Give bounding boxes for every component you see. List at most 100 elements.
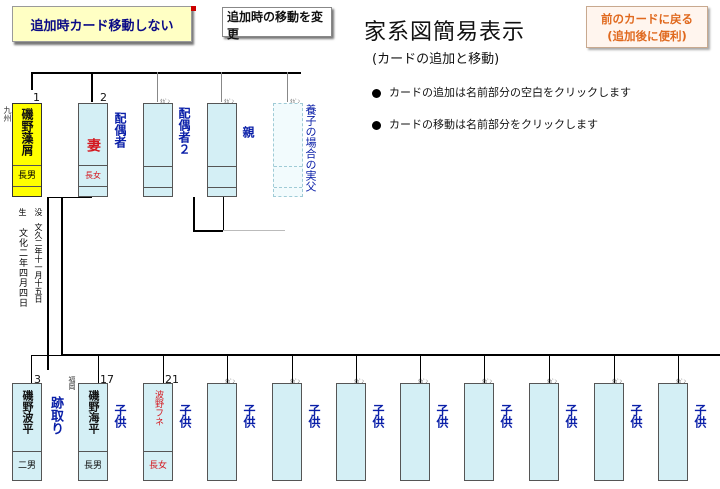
child-rank: [530, 452, 558, 480]
connector-main-down: [47, 197, 49, 370]
change-move-button[interactable]: 追加時の移動を変更: [222, 7, 332, 41]
back-to-previous-card-button[interactable]: 前のカードに戻る (追加後に便利): [586, 6, 708, 48]
page-subtitle: (カードの追加と移動): [372, 52, 500, 67]
connector-left-drop: [31, 72, 33, 90]
no-move-on-add-button[interactable]: 追加時カード移動しない: [12, 6, 192, 42]
connector-child-drop: [292, 355, 293, 383]
child-card[interactable]: [658, 383, 688, 481]
adopted-father-tag: ﾀｶﾞﾝ: [290, 99, 301, 105]
adopted-father-spacer: [274, 188, 302, 198]
child-rank: 長女: [148, 461, 167, 471]
child-role-label: 子供: [693, 404, 707, 428]
death-date: 文久二年十一月十五日: [34, 223, 43, 303]
child-card[interactable]: [529, 383, 559, 481]
child-tag: ﾀｶﾞﾝ: [290, 379, 301, 385]
child-tag: ﾀｶﾞﾝ: [225, 379, 236, 385]
child-card[interactable]: 磯野波平二男: [12, 383, 42, 481]
adopted-father-rank-slot: [274, 167, 302, 188]
adopted-father-role-label: 養子の場合の実父: [304, 104, 317, 192]
main-person-rank: 長男: [13, 166, 41, 187]
adopted-father-name-slot[interactable]: [274, 104, 302, 167]
child-card[interactable]: [400, 383, 430, 481]
main-person-name[interactable]: 磯野藻屑: [13, 104, 41, 166]
spouse2-name-slot[interactable]: [144, 104, 172, 167]
back-line2: (追加後に便利): [607, 29, 687, 43]
connector-spouse-down: [61, 197, 63, 355]
child-number: 17: [100, 373, 114, 386]
birth-label: 生: [18, 208, 27, 216]
connector-parent-down: [223, 197, 224, 231]
connector-father-right: [223, 230, 285, 231]
adopted-father-card[interactable]: [273, 103, 303, 197]
child-card[interactable]: [207, 383, 237, 481]
child-tag: ﾀｶﾞﾝ: [676, 379, 687, 385]
child-role-label: 跡取り: [48, 396, 63, 435]
child-tag: ﾀｶﾞﾝ: [547, 379, 558, 385]
child-card[interactable]: [336, 383, 366, 481]
main-person-region: 九州: [3, 106, 12, 122]
spouse2-role-label: 配偶者２: [177, 107, 191, 155]
connector-child-drop: [356, 355, 357, 383]
connector-main-spouse: [47, 197, 92, 198]
child-number: 3: [34, 373, 41, 386]
child-tag: ﾀｶﾞﾝ: [482, 379, 493, 385]
connector-child-drop: [420, 355, 421, 383]
spouse-spacer: [79, 187, 107, 197]
child-rank: [595, 452, 623, 480]
child-card[interactable]: 磯野海平長男: [78, 383, 108, 481]
child-role-label: 子供: [178, 404, 192, 428]
main-person-spacer: [13, 187, 41, 197]
connector-top: [31, 72, 301, 74]
child-card[interactable]: [594, 383, 624, 481]
child-rank: [208, 452, 236, 480]
connector-father-drop: [287, 72, 288, 102]
child-card[interactable]: [464, 383, 494, 481]
spouse-number: 2: [100, 91, 107, 104]
spouse2-tag: ﾀｶﾞﾝ: [160, 99, 171, 105]
instruction-move: カードの移動は名前部分をクリックします: [372, 116, 598, 132]
connector-child-drop: [678, 355, 679, 383]
connector-child-drop: [484, 355, 485, 383]
main-person-number: 1: [33, 91, 40, 104]
child-card[interactable]: 波野フネ長女: [143, 383, 173, 481]
parent-rank-slot: [208, 167, 236, 188]
child-role-label: 子供: [564, 404, 578, 428]
parent-card[interactable]: [207, 103, 237, 197]
spouse-card[interactable]: 妻 長女: [78, 103, 108, 197]
spouse2-rank-slot: [144, 167, 172, 188]
back-line1: 前のカードに戻る: [601, 12, 693, 26]
connector-children-left: [31, 355, 62, 356]
parent-name-slot[interactable]: [208, 104, 236, 167]
page-title: 家系図簡易表示: [364, 20, 526, 45]
child-name[interactable]: 波野フネ: [144, 384, 172, 452]
child-tag: ﾀｶﾞﾝ: [354, 379, 365, 385]
child-rank: [401, 452, 429, 480]
connector-child-drop: [227, 355, 228, 383]
child-role-label: 子供: [629, 404, 643, 428]
child-rank: [273, 452, 301, 480]
instruction-add-text: カードの追加は名前部分の空白をクリックします: [389, 86, 631, 99]
instruction-move-text: カードの移動は名前部分をクリックします: [389, 118, 598, 131]
child-card[interactable]: [272, 383, 302, 481]
child-role-label: 子供: [113, 404, 127, 428]
child-name[interactable]: 磯野海平: [79, 384, 107, 452]
connector-spouse-drop: [91, 72, 93, 102]
connector-child1-drop: [31, 355, 32, 383]
child-name[interactable]: 磯野波平: [13, 384, 41, 452]
connector-child-drop: [614, 355, 615, 383]
child-role-label: 子供: [435, 404, 449, 428]
connector-child-drop: [549, 355, 550, 383]
spouse2-spacer: [144, 188, 172, 198]
child-rank: [659, 452, 687, 480]
connector-child-drop: [98, 355, 99, 383]
red-marker-icon: [191, 6, 196, 11]
connector-children-bar: [61, 354, 720, 356]
spouse2-card[interactable]: [143, 103, 173, 197]
main-person-card[interactable]: 磯野藻屑 長男: [12, 103, 42, 197]
birth-date: 文化二年四月四日: [17, 228, 27, 308]
child-number: 21: [165, 373, 179, 386]
child-rank: 長男: [83, 461, 102, 471]
parent-tag: ﾀｶﾞﾝ: [224, 99, 235, 105]
death-label: 没: [34, 208, 43, 216]
spouse-name[interactable]: 妻: [79, 104, 107, 166]
